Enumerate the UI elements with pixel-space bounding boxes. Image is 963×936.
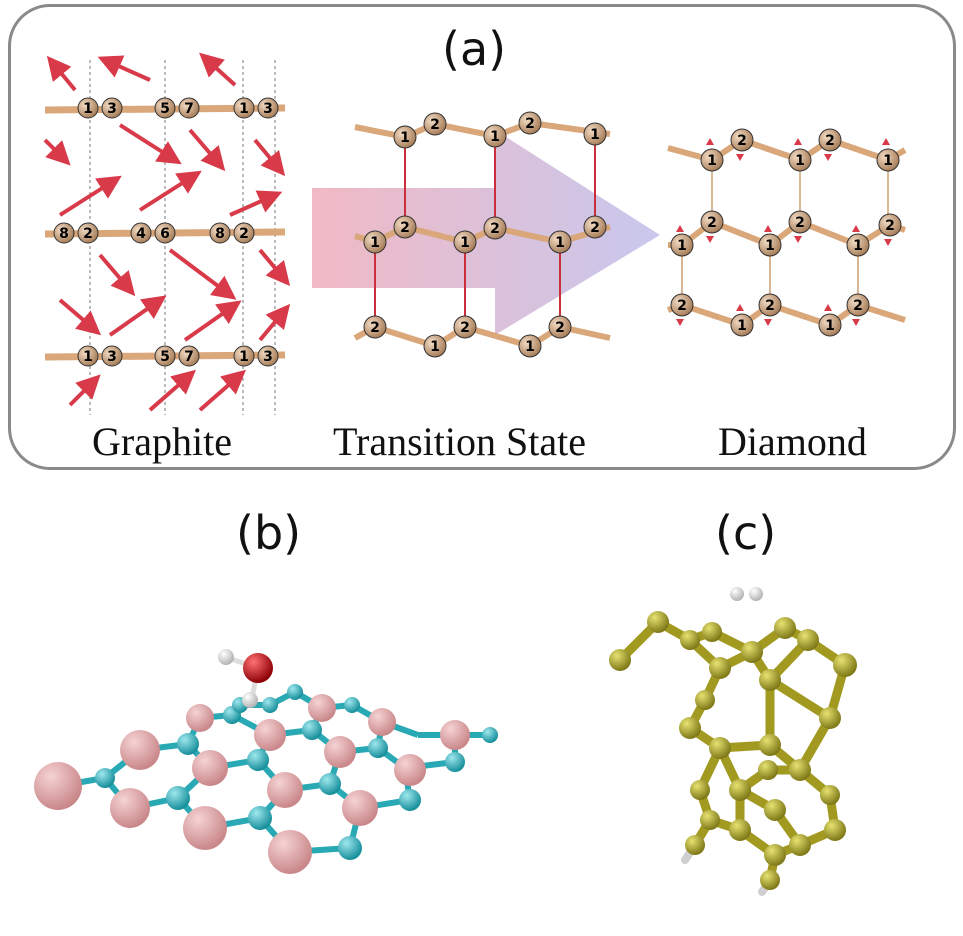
svg-text:1: 1 xyxy=(853,238,863,254)
svg-text:5: 5 xyxy=(160,349,170,365)
si-cluster xyxy=(609,587,857,896)
svg-text:1: 1 xyxy=(370,235,380,251)
svg-text:1: 1 xyxy=(883,153,893,169)
svg-text:1: 1 xyxy=(239,349,249,365)
transition-atoms: 1 2 1 2 1 1 2 1 2 1 2 2 1 2 1 2 xyxy=(363,111,607,358)
svg-text:2: 2 xyxy=(430,117,440,133)
svg-text:1: 1 xyxy=(525,339,535,355)
graphite-atoms: 1 3 5 7 1 3 8 2 4 6 8 2 1 3 5 7 1 3 xyxy=(53,97,279,367)
svg-text:1: 1 xyxy=(83,101,93,117)
svg-text:1: 1 xyxy=(490,129,500,145)
svg-text:2: 2 xyxy=(460,320,470,336)
svg-text:1: 1 xyxy=(83,349,93,365)
svg-text:2: 2 xyxy=(707,215,717,231)
svg-text:1: 1 xyxy=(555,235,565,251)
svg-text:6: 6 xyxy=(160,226,170,242)
svg-text:2: 2 xyxy=(795,215,805,231)
svg-text:2: 2 xyxy=(853,298,863,314)
svg-text:8: 8 xyxy=(215,226,225,242)
svg-text:5: 5 xyxy=(160,101,170,117)
boron-atoms xyxy=(34,694,470,874)
svg-text:2: 2 xyxy=(83,226,93,242)
svg-text:2: 2 xyxy=(525,116,535,132)
svg-text:2: 2 xyxy=(590,220,600,236)
graphite-caption: Graphite xyxy=(92,419,232,464)
graphite-vectors xyxy=(43,52,291,412)
transition-bonds xyxy=(374,134,596,327)
svg-text:2: 2 xyxy=(677,298,687,314)
svg-text:1: 1 xyxy=(707,153,717,169)
svg-text:3: 3 xyxy=(263,349,273,365)
svg-text:3: 3 xyxy=(263,101,273,117)
si-atoms xyxy=(609,611,857,890)
svg-text:3: 3 xyxy=(107,349,117,365)
svg-text:1: 1 xyxy=(825,318,835,334)
svg-text:2: 2 xyxy=(555,320,565,336)
svg-text:7: 7 xyxy=(184,101,194,117)
svg-text:7: 7 xyxy=(184,349,194,365)
panel-c-label: (c) xyxy=(715,506,777,560)
water-molecule xyxy=(218,649,273,708)
svg-text:1: 1 xyxy=(400,130,410,146)
h2-molecule xyxy=(730,587,763,601)
svg-text:1: 1 xyxy=(590,127,600,143)
svg-text:2: 2 xyxy=(239,226,249,242)
svg-text:2: 2 xyxy=(490,221,500,237)
svg-text:2: 2 xyxy=(825,133,835,149)
nitrogen-atoms xyxy=(95,684,498,860)
svg-text:1: 1 xyxy=(239,101,249,117)
svg-text:1: 1 xyxy=(460,235,470,251)
svg-text:8: 8 xyxy=(59,226,69,242)
diamond-caption: Diamond xyxy=(718,419,867,464)
graphite-row-1: 1 3 5 7 1 3 xyxy=(77,97,279,119)
diamond-atoms: 1 2 1 2 1 1 2 1 2 1 2 2 1 2 1 2 xyxy=(670,128,902,337)
svg-text:1: 1 xyxy=(795,153,805,169)
svg-text:2: 2 xyxy=(370,320,380,336)
svg-text:1: 1 xyxy=(430,339,440,355)
svg-text:1: 1 xyxy=(765,238,775,254)
panel-b-label: (b) xyxy=(236,506,302,560)
graphite-row-2: 8 2 4 6 8 2 xyxy=(53,222,255,244)
panel-a-label: (a) xyxy=(442,22,507,76)
si-bonds xyxy=(615,617,850,885)
bn-sheet xyxy=(34,649,498,874)
svg-text:2: 2 xyxy=(737,133,747,149)
svg-text:3: 3 xyxy=(107,101,117,117)
svg-text:2: 2 xyxy=(885,218,895,234)
transition-state-caption: Transition State xyxy=(333,419,586,464)
svg-text:1: 1 xyxy=(677,238,687,254)
svg-text:2: 2 xyxy=(765,298,775,314)
svg-text:2: 2 xyxy=(400,220,410,236)
diamond-small-arrows xyxy=(676,138,892,326)
svg-text:4: 4 xyxy=(136,226,146,242)
svg-text:1: 1 xyxy=(737,318,747,334)
graphite-row-3: 1 3 5 7 1 3 xyxy=(77,345,279,367)
